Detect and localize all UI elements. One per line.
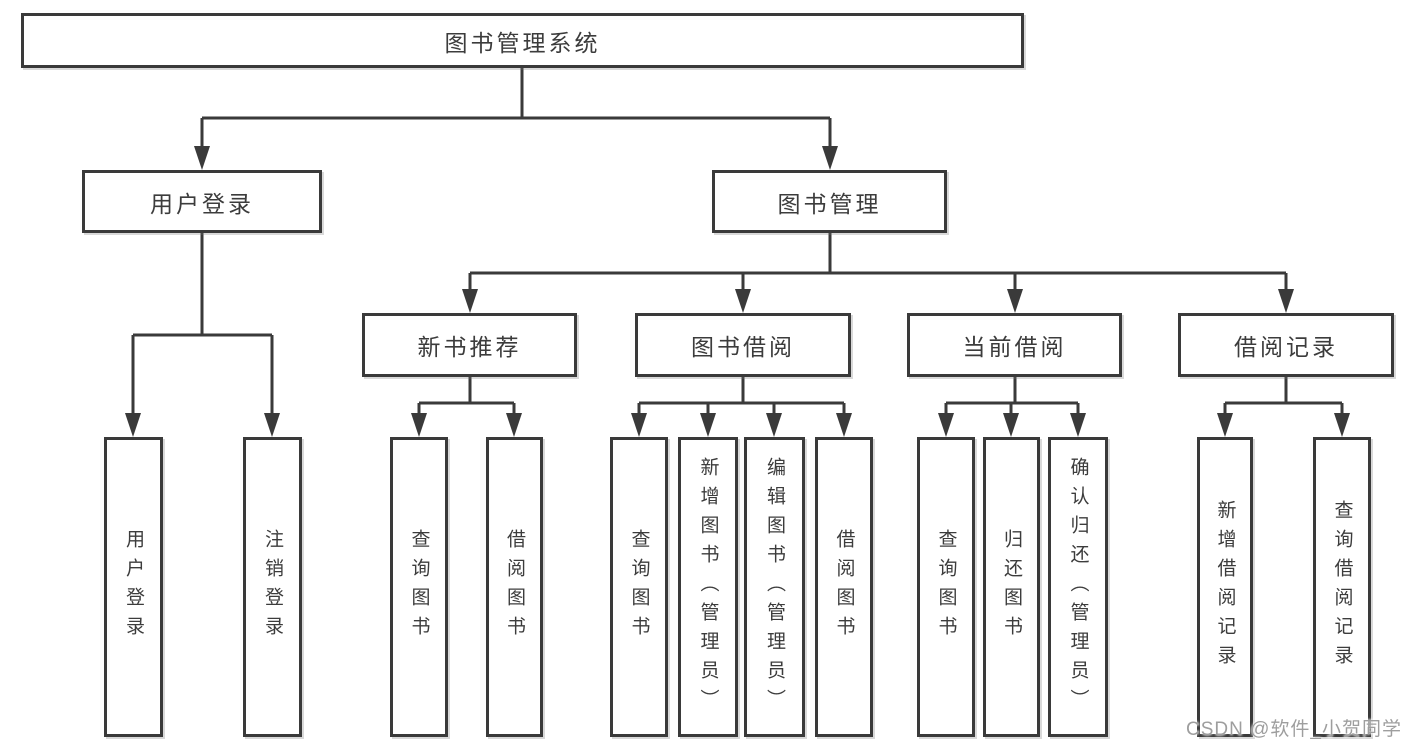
leaf-borrow-add-books-admin: 新增图书（管理员） [678, 437, 738, 737]
connector-book-borrow-group [637, 377, 846, 415]
node-label: 查询图书 [408, 529, 430, 645]
node-label: 当前借阅 [962, 334, 1067, 360]
leaf-current-query-books: 查询图书 [917, 437, 975, 737]
leaf-borrow-query-books: 查询图书 [610, 437, 668, 737]
node-label: 新书推荐 [417, 334, 522, 360]
node-label: 注销登录 [262, 529, 283, 645]
node-label: 图书借阅 [691, 334, 795, 360]
leaf-newbook-query-books: 查询图书 [390, 437, 448, 737]
node-label: 新增借阅记录 [1214, 500, 1236, 674]
node-book-mgmt: 图书管理 [712, 170, 947, 233]
node-label: 图书管理 [777, 190, 882, 217]
node-label: 借阅记录 [1234, 334, 1338, 360]
leaf-user-login: 用户登录 [104, 437, 163, 737]
node-root: 图书管理系统 [21, 13, 1024, 68]
node-label: 借阅图书 [833, 529, 855, 645]
leaf-records-query-record: 查询借阅记录 [1313, 437, 1371, 737]
leaf-borrow-borrow-books: 借阅图书 [815, 437, 873, 737]
node-current-borrow: 当前借阅 [907, 313, 1122, 377]
node-user-login: 用户登录 [82, 170, 322, 233]
node-new-book-recommend: 新书推荐 [362, 313, 577, 377]
connector-root-to-level2 [200, 68, 832, 148]
node-label: 归还图书 [1001, 529, 1022, 645]
node-borrow-records: 借阅记录 [1178, 313, 1394, 377]
leaf-newbook-borrow-books: 借阅图书 [486, 437, 543, 737]
node-label: 新增图书（管理员） [697, 456, 719, 718]
node-label: 确认归还（管理员） [1067, 456, 1089, 718]
connector-new-book-rec-group [417, 377, 516, 415]
node-label: 查询图书 [935, 529, 957, 645]
node-book-borrow: 图书借阅 [635, 313, 851, 377]
leaf-records-add-record: 新增借阅记录 [1197, 437, 1253, 737]
csdn-watermark: CSDN @软件_小贺同学 [1186, 719, 1402, 740]
connector-current-borrow-group [944, 377, 1080, 415]
connector-book-mgmt-group [468, 233, 1288, 291]
connector-user-login-group [131, 233, 274, 415]
leaf-borrow-edit-books-admin: 编辑图书（管理员） [744, 437, 805, 737]
node-label: 查询借阅记录 [1331, 500, 1353, 674]
node-label: 用户登录 [123, 529, 144, 645]
leaf-current-return-books: 归还图书 [983, 437, 1040, 737]
node-label: 用户登录 [150, 190, 254, 217]
node-label: 查询图书 [628, 529, 650, 645]
node-label: 图书管理系统 [444, 29, 601, 56]
connector-borrow-records-group [1223, 377, 1344, 415]
leaf-logout: 注销登录 [243, 437, 302, 737]
arrow-heads [125, 146, 1350, 437]
leaf-current-confirm-return-admin: 确认归还（管理员） [1048, 437, 1108, 737]
node-label: 借阅图书 [504, 529, 525, 645]
node-label: 编辑图书（管理员） [764, 456, 785, 718]
